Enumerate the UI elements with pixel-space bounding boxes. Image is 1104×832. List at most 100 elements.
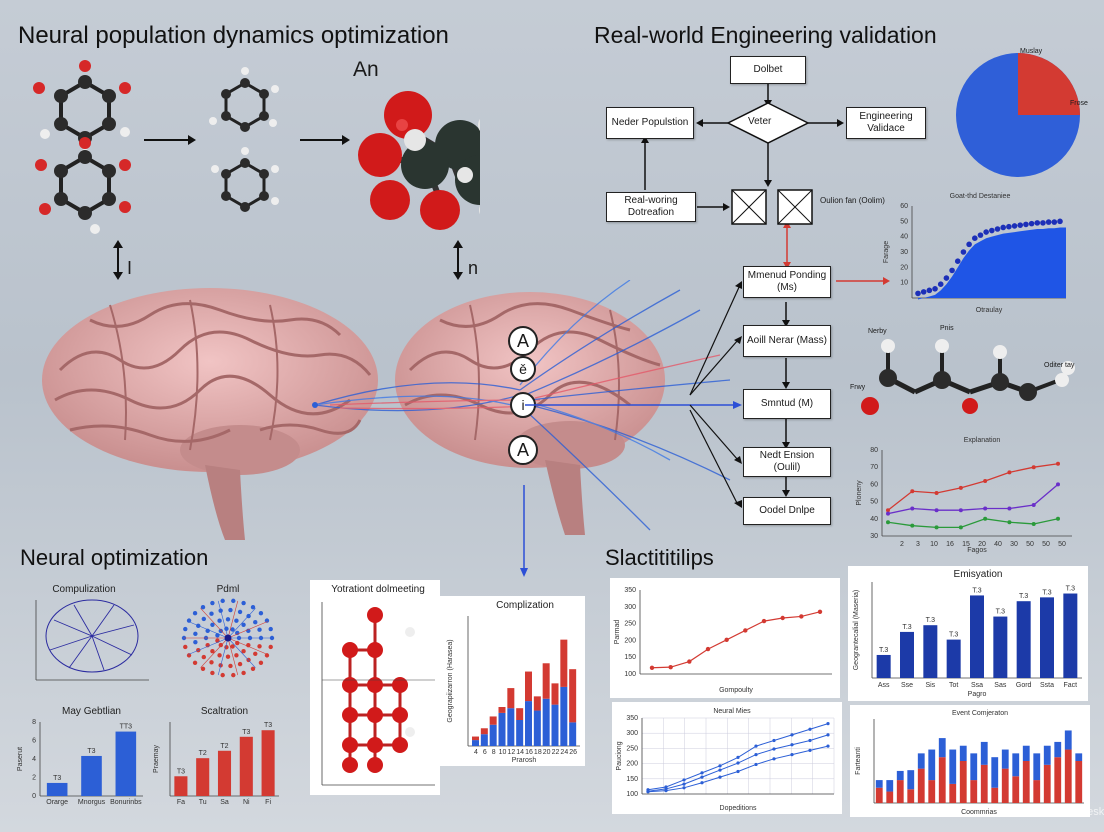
chart-title: Scaltration: [201, 706, 248, 717]
ring-point: [186, 618, 192, 623]
y-tick-label: 250: [626, 745, 638, 752]
red-series-point: [799, 614, 804, 619]
bar-segment-blue: [1075, 753, 1083, 761]
bar-segment-blue: [886, 780, 894, 792]
blue-lines-chart: Neural Mies100150200250300350Dopeditions…: [612, 702, 842, 814]
x-tick-label: Fact: [1064, 682, 1078, 689]
bar-segment-blue: [525, 701, 532, 746]
x-tick-label: Ass: [878, 682, 890, 689]
sigmoid-point: [977, 232, 984, 238]
bar-segment-red: [542, 663, 550, 699]
sigmoid-point: [1034, 220, 1041, 226]
ring-point: [210, 649, 215, 654]
ring-point: [218, 628, 223, 634]
bar-value-label: T.3: [949, 632, 958, 639]
bar-segment-red: [569, 669, 577, 723]
bar-value-label: T.3: [972, 587, 981, 594]
series-point: [1056, 482, 1060, 487]
series-line-0: [887, 463, 1059, 511]
flow-box-bottom-left: Real-woring Dotreafion: [606, 192, 696, 222]
sigmoid-point: [932, 286, 938, 292]
sigmoid-area: [918, 227, 1066, 300]
series-point: [1056, 516, 1060, 521]
blue-series-point: [754, 762, 758, 767]
blue-series-point: [772, 757, 776, 761]
bar-value-label: T.3: [1066, 586, 1075, 593]
series-point: [1007, 520, 1012, 525]
bar-segment-red: [980, 764, 988, 803]
x-tick-label: 12: [507, 749, 515, 756]
y-tick-label: 350: [624, 587, 636, 594]
y-axis-label: Geograpiizarron (Harasea): [447, 639, 454, 722]
blue-series-point: [736, 761, 740, 765]
bar-value-label: T3: [177, 768, 185, 775]
sub-title-right: Slactititilips: [605, 545, 714, 570]
pipeline-box-2: Aoill Nerar (Mass): [743, 325, 831, 357]
pipeline-box-4: Nedt Ension (Oulil): [743, 447, 831, 477]
x-tick-label: 14: [516, 749, 524, 756]
y-tick-label: 50: [900, 218, 908, 225]
ring-ray: [217, 637, 229, 676]
y-tick-label: 300: [626, 730, 638, 737]
blue-series-point: [700, 781, 704, 785]
x-tick-label: Orarge: [46, 799, 68, 806]
bar-value-label: T3: [242, 729, 250, 736]
x-tick-label: 16: [946, 541, 954, 548]
molecule-label-3: Oditer tay: [1044, 362, 1075, 369]
brain-node-label-4: A: [508, 435, 538, 465]
series-point: [1007, 470, 1012, 475]
x-tick-label: Fa: [177, 799, 185, 806]
bar-segment-blue: [928, 749, 936, 781]
x-tick-label: Sis: [925, 682, 935, 689]
blue-series-point: [790, 752, 794, 757]
bar-segment-blue: [938, 738, 946, 758]
pie-slice-red: [1018, 53, 1080, 115]
ring-point: [257, 644, 262, 649]
ring-point: [234, 653, 239, 658]
brain-node-label-2: ě: [510, 356, 536, 382]
ring-point: [237, 661, 243, 667]
molecule-label-2: Pnis: [940, 325, 954, 332]
x-tick-label: 26: [569, 749, 577, 756]
bar-segment-blue: [980, 741, 988, 765]
bar-value-label: T3: [264, 722, 272, 729]
ring-point: [225, 654, 231, 659]
x-tick-label: 24: [560, 749, 568, 756]
ring-ray: [227, 637, 256, 668]
bar-value-label: T3: [87, 748, 95, 755]
sub-title-left: Neural optimization: [20, 545, 209, 570]
y-axis-label: Praemay: [153, 744, 160, 773]
sigmoid-point: [1000, 224, 1006, 231]
red-series-point: [649, 665, 655, 670]
series-point: [958, 525, 963, 530]
blue-series-point: [682, 782, 686, 786]
blue-series-point: [790, 743, 794, 747]
ring-ray: [200, 608, 229, 639]
blue-series-point: [700, 775, 704, 779]
bar-segment-blue: [875, 780, 883, 788]
blue-series-point: [754, 752, 758, 757]
ring-point: [217, 653, 222, 658]
x-tick-label: 30: [1010, 541, 1018, 548]
lattice-atom: [342, 642, 358, 658]
series-point: [886, 520, 890, 525]
sigmoid-point: [1045, 219, 1052, 225]
x-axis-label: Prarosh: [512, 757, 537, 764]
ring-point: [241, 622, 246, 627]
blue-series-point: [736, 755, 740, 760]
sigmoid-point: [972, 235, 978, 241]
red-series-point: [687, 659, 692, 664]
chart-background: [612, 702, 842, 814]
bar-segment-blue: [551, 704, 559, 746]
flow-x-boxes: [731, 189, 813, 225]
x-axis-label: Dopeditions: [720, 805, 757, 812]
3d-molecule: [358, 91, 480, 230]
y-axis-label: Geograntecalial (Maseria): [853, 590, 860, 671]
ring-point: [241, 649, 246, 654]
bar-value-label: T.3: [1042, 589, 1051, 596]
flow-box-left: Neder Populstion: [606, 107, 694, 139]
molecule-caption: An: [353, 58, 379, 81]
